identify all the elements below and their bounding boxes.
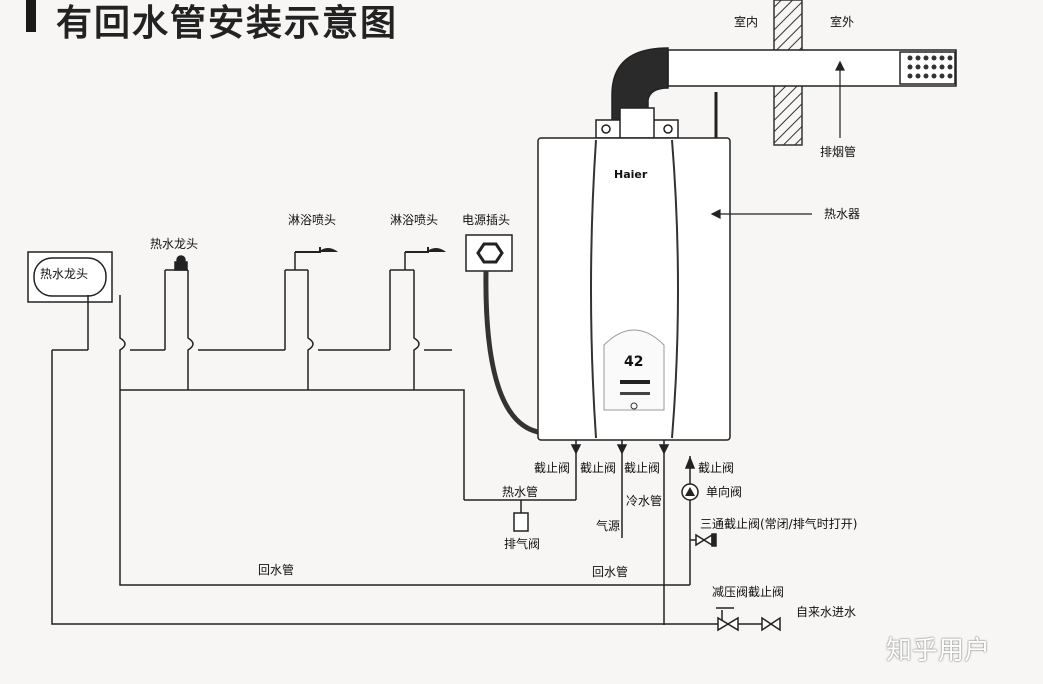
label-hot-water-pipe: 热水管 [502,484,538,499]
air-vent-valve-icon [513,500,529,532]
label-air-vent-valve: 排气阀 [504,536,540,551]
shower-head-icon-2 [405,247,446,253]
watermark: 知乎用户 [886,636,991,666]
label-return-pipe-2: 回水管 [592,564,628,579]
temperature-display: 42 [624,354,643,370]
label-cold-water-pipe: 冷水管 [626,493,662,508]
power-socket [465,234,513,272]
label-stop-valve-2: 截止阀 [580,461,616,475]
label-exhaust-pipe: 排烟管 [820,144,856,159]
hot-faucet-tap-icon [174,255,188,271]
label-stop-valve-4: 截止阀 [698,461,734,475]
label-power-socket: 电源插头 [462,213,510,227]
diagram-labels: 室内 室外 排烟管 热水器 电源插头 淋浴喷头 淋浴喷头 热水龙头 热水龙头 截… [40,14,860,619]
label-outdoor: 室外 [830,14,854,29]
shower-head-icon-1 [295,247,338,253]
label-three-way-valve: 三通截止阀(常闭/排气时打开) [700,516,857,531]
label-water-heater: 热水器 [824,207,860,221]
return-water-loop [51,349,780,625]
brand-logo: Haier [614,168,648,181]
label-stop-valve-3: 截止阀 [624,461,660,475]
label-gas-source: 气源 [596,518,620,533]
flue-grille [907,55,953,79]
label-hot-faucet-1: 热水龙头 [150,237,198,251]
riser-pipes [87,252,420,390]
check-valve-arrow-icon [685,487,695,496]
label-shower-head-1: 淋浴喷头 [288,213,336,227]
reducing-valve-icon [716,607,739,632]
water-heater-unit [537,137,731,441]
label-indoor: 室内 [734,14,758,29]
label-stop-valve-1: 截止阀 [534,461,570,475]
page-title: 有回水管安装示意图 [56,3,399,44]
label-check-valve: 单向阀 [706,484,742,499]
label-reducing-valve: 减压阀截止阀 [712,585,784,599]
label-hot-faucet-2: 热水龙头 [40,267,88,281]
bathtub-fixture [27,251,113,303]
label-return-pipe-1: 回水管 [258,562,294,577]
label-tap-water-inlet: 自来水进水 [796,605,856,619]
label-shower-head-2: 淋浴喷头 [390,213,438,227]
three-way-valve-icon [690,533,717,547]
heater-connection-pipes [464,440,696,625]
title-accent-bar [26,0,36,32]
label-pointers [710,60,845,219]
inlet-valve-icon [761,616,781,632]
power-cable [483,270,539,435]
heater-mount-bracket [595,107,679,139]
